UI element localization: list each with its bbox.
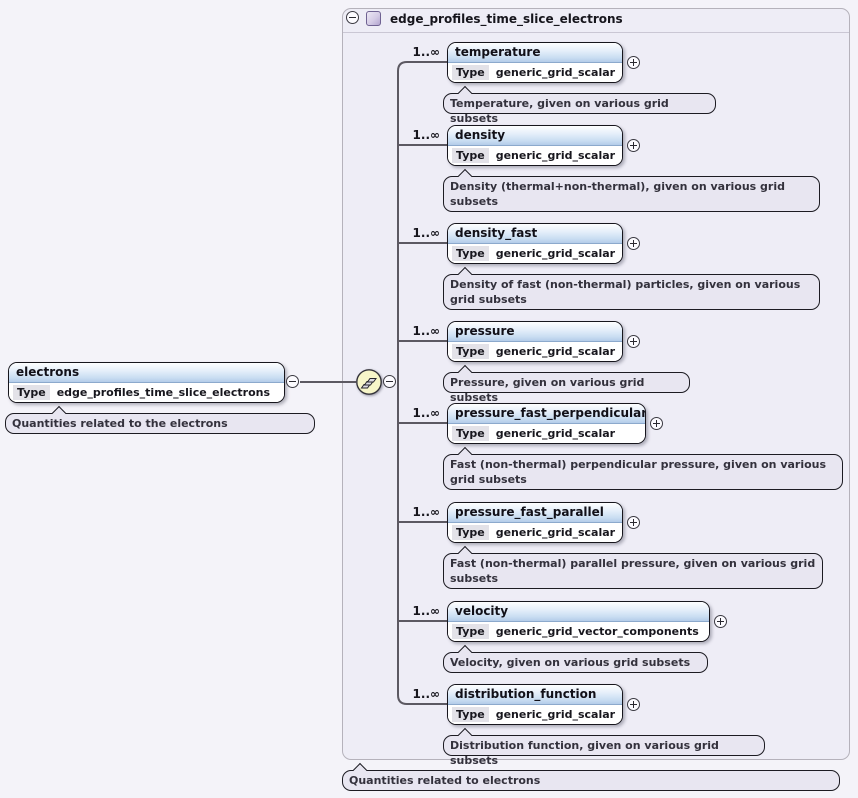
type-label: Type [452,246,489,261]
type-value: generic_grid_scalar [495,149,616,162]
element-name: density [448,126,622,146]
occurrence-label: 1..∞ [412,505,440,519]
element-name: density_fast [448,224,622,244]
type-label: Type [452,148,489,163]
element-node-electrons[interactable]: electrons Type edge_profiles_time_slice_… [8,362,285,403]
element-name: distribution_function [448,685,622,705]
occurrence-label: 1..∞ [412,226,440,240]
type-value: generic_grid_scalar [495,247,616,260]
type-label: Type [452,707,489,722]
type-value: generic_grid_scalar [495,708,616,721]
occurrence-label: 1..∞ [412,604,440,618]
element-node-pressure-fast-parallel[interactable]: pressure_fast_parallel Type generic_grid… [447,502,623,543]
element-type-row: Type generic_grid_scalar [448,63,622,82]
root-collapse-icon[interactable] [286,375,299,388]
element-name: electrons [9,363,284,383]
compositor-collapse-icon[interactable] [383,375,396,388]
element-node-temperature[interactable]: temperature Type generic_grid_scalar [447,42,623,83]
type-label: Type [452,525,489,540]
type-value: edge_profiles_time_slice_electrons [56,386,271,399]
container-title: edge_profiles_time_slice_electrons [390,12,623,26]
element-type-row: Type edge_profiles_time_slice_electrons [9,383,284,402]
annotation-electrons: Quantities related to the electrons [5,405,315,434]
element-node-density-fast[interactable]: density_fast Type generic_grid_scalar [447,223,623,264]
container-header: edge_profiles_time_slice_electrons [343,9,849,33]
annotation-density: Density (thermal+non-thermal), given on … [443,168,820,212]
type-label: Type [13,385,50,400]
element-node-distribution-function[interactable]: distribution_function Type generic_grid_… [447,684,623,725]
occurrence-label: 1..∞ [412,687,440,701]
occurrence-label: 1..∞ [412,128,440,142]
occurrence-label: 1..∞ [412,406,440,420]
element-type-row: Type generic_grid_scalar [448,146,622,165]
type-value: generic_grid_scalar [495,66,616,79]
element-type-row: Type generic_grid_scalar [448,705,622,724]
annotation-velocity: Velocity, given on various grid subsets [443,644,708,673]
element-name: temperature [448,43,622,63]
type-label: Type [452,65,489,80]
type-label: Type [452,624,489,639]
occurrence-label: 1..∞ [412,45,440,59]
expand-icon[interactable] [627,139,640,152]
element-name: pressure_fast_perpendicular [448,404,645,424]
element-node-density[interactable]: density Type generic_grid_scalar [447,125,623,166]
expand-icon[interactable] [714,615,727,628]
element-type-row: Type generic_grid_scalar [448,424,645,443]
expand-icon[interactable] [627,56,640,69]
type-value: generic_grid_scalar [495,427,616,440]
collapse-icon[interactable] [346,11,359,24]
expand-icon[interactable] [627,698,640,711]
element-type-row: Type generic_grid_scalar [448,244,622,263]
annotation-temperature: Temperature, given on various grid subse… [443,85,716,125]
element-name: pressure [448,322,622,342]
element-type-row: Type generic_grid_scalar [448,342,622,361]
type-value: generic_grid_scalar [495,345,616,358]
annotation-density-fast: Density of fast (non-thermal) particles,… [443,266,820,310]
annotation-distribution-function: Distribution function, given on various … [443,727,765,767]
sequence-compositor-icon[interactable] [354,367,384,397]
element-type-row: Type generic_grid_scalar [448,523,622,542]
expand-icon[interactable] [627,237,640,250]
annotation-pressure-fast-parallel: Fast (non-thermal) parallel pressure, gi… [443,545,823,589]
element-node-velocity[interactable]: velocity Type generic_grid_vector_compon… [447,601,710,642]
type-label: Type [452,426,489,441]
type-value: generic_grid_vector_components [495,625,699,638]
element-name: pressure_fast_parallel [448,503,622,523]
complex-type-icon [366,11,381,26]
element-type-row: Type generic_grid_vector_components [448,622,709,641]
type-label: Type [452,344,489,359]
element-node-pressure[interactable]: pressure Type generic_grid_scalar [447,321,623,362]
expand-icon[interactable] [627,335,640,348]
element-name: velocity [448,602,709,622]
annotation-container: Quantities related to electrons [342,762,840,791]
expand-icon[interactable] [650,417,663,430]
type-value: generic_grid_scalar [495,526,616,539]
annotation-pressure: Pressure, given on various grid subsets [443,364,690,404]
occurrence-label: 1..∞ [412,324,440,338]
element-node-pressure-fast-perpendicular[interactable]: pressure_fast_perpendicular Type generic… [447,403,646,444]
annotation-pressure-fast-perpendicular: Fast (non-thermal) perpendicular pressur… [443,446,843,490]
expand-icon[interactable] [627,516,640,529]
